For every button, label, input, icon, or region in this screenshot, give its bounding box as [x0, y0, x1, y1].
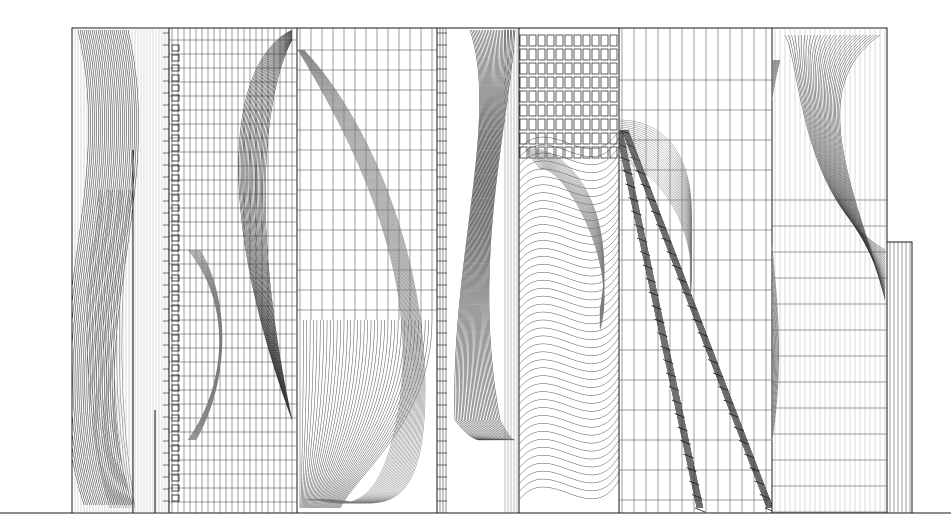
- bay-5-window-grid: [519, 34, 619, 501]
- bay-1-vertical-fins: [72, 28, 169, 513]
- annex-low-block: [889, 242, 911, 513]
- bay-outlines: [71, 27, 913, 514]
- bay-6-diagonal-stair: [619, 28, 772, 513]
- bay-3-curved-surface: [297, 28, 437, 509]
- bay-2-grid-facade: [169, 28, 297, 513]
- bay-4-twisted-fin: [437, 28, 518, 513]
- bay-7-ribbon-surface: [772, 28, 887, 513]
